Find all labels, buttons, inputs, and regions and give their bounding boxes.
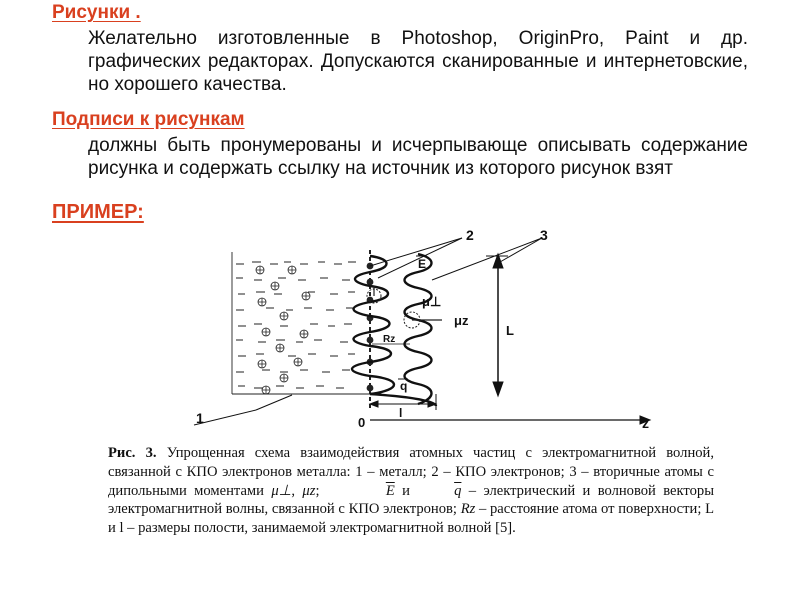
caption-mu-z: μz xyxy=(302,482,316,499)
caption-part3: – электрический и волновой векторы элект… xyxy=(108,482,715,518)
label-Rz: Rz xyxy=(383,334,395,345)
label-1-underline xyxy=(193,409,257,426)
label-z: z xyxy=(642,415,649,431)
caption-part4: – расстояние атома от поверхности; L и l… xyxy=(108,501,714,537)
z-axis xyxy=(370,415,652,425)
label-E: E xyxy=(418,257,426,271)
heading-captions: Подписи к рисункам xyxy=(52,109,245,130)
secondary-atom-1 xyxy=(366,286,382,304)
label-zero: 0 xyxy=(358,415,365,430)
caption-E: E xyxy=(385,482,395,499)
l-dimension-arrow xyxy=(368,394,438,410)
surface-wave xyxy=(350,254,438,407)
caption-q: q xyxy=(454,482,462,499)
caption-lead: Рис. 3. xyxy=(108,445,157,461)
L-dimension-arrow xyxy=(486,252,508,398)
caption-Rz: Rz xyxy=(460,501,476,518)
label-L: L xyxy=(506,323,514,338)
caption-mu-perp: μ⊥ xyxy=(271,482,292,499)
label-1: 1 xyxy=(196,410,204,426)
label-2: 2 xyxy=(466,227,474,243)
outer-wave xyxy=(403,252,433,406)
heading-figures: Рисунки . xyxy=(52,2,141,23)
secondary-atom-2 xyxy=(403,311,442,329)
caption-comma: , xyxy=(291,482,303,499)
label-pointers xyxy=(255,237,543,411)
label-mu-z: μz xyxy=(454,313,469,328)
heading-example: ПРИМЕР: xyxy=(52,201,144,223)
figure-caption: Рис. 3. Упрощенная схема взаимодействия … xyxy=(108,444,714,538)
caption-and: и xyxy=(394,482,418,499)
caption-part2: ; xyxy=(315,482,320,499)
label-3: 3 xyxy=(540,227,548,243)
label-mu-perp: μ⊥ xyxy=(422,294,441,309)
label-l: l xyxy=(399,406,402,420)
ion-markers xyxy=(255,265,311,395)
figure-diagram: E μ⊥ μz Rz q 2 3 1 L l 0 z xyxy=(193,227,652,431)
figures-paragraph: Желательно изготовленные в Photoshop, Or… xyxy=(88,28,748,95)
metal-slab xyxy=(231,252,370,395)
captions-paragraph: должны быть пронумерованы и исчерпывающе… xyxy=(88,135,748,179)
caption-part1: Упрощенная схема взаимодействия атомных … xyxy=(108,445,715,499)
label-q: q xyxy=(400,379,407,393)
